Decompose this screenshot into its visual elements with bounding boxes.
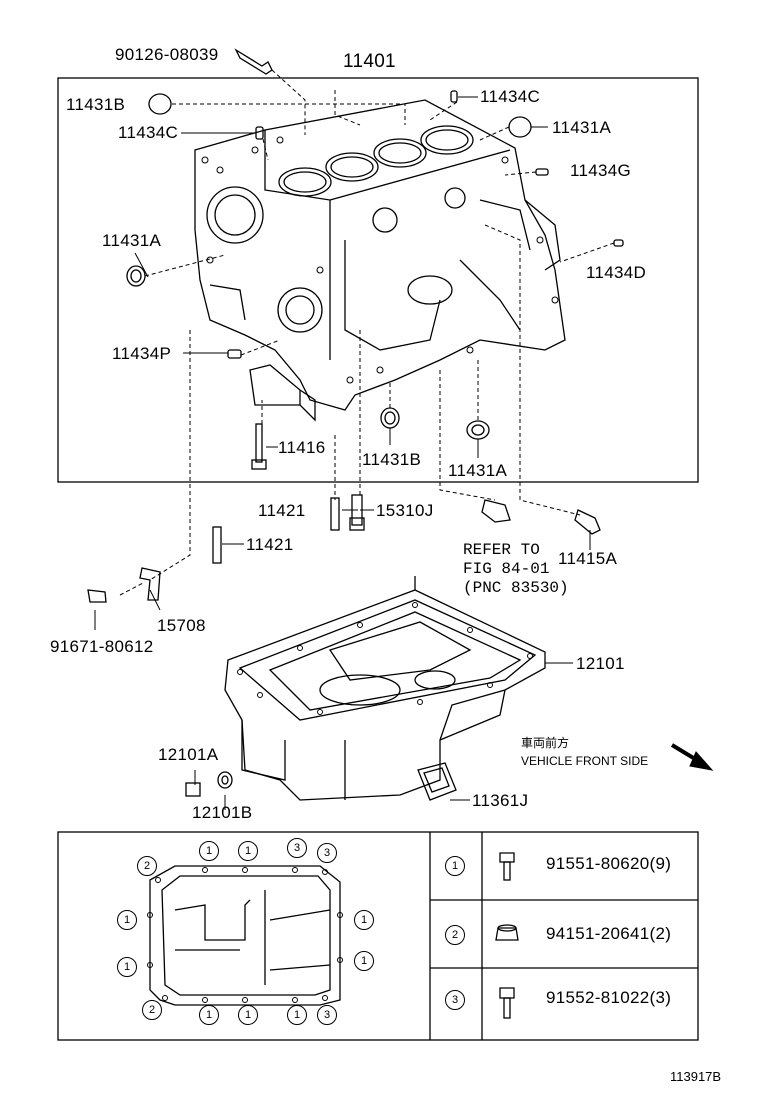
sensor-refer-icon: [481, 499, 511, 523]
label-91671: 91671-80612: [50, 637, 154, 656]
label-12101: 12101: [576, 654, 625, 673]
label-11431a-left: 11431A: [102, 231, 162, 250]
label-11434p: 11434P: [112, 344, 172, 363]
marker-right-1: 1: [354, 910, 374, 930]
marker-left-1: 1: [117, 910, 137, 930]
label-11434c-left: 11434C: [118, 123, 179, 142]
label-11434c-right: 11434C: [480, 87, 541, 106]
refer-line-2: FIG 84-01: [463, 560, 550, 578]
marker-top-3: 1: [238, 841, 258, 861]
oil-pan-flange-outline: [147, 865, 343, 1006]
bolt-pattern-frame: [57, 831, 699, 1041]
label-11431b-top: 11431B: [66, 95, 126, 114]
marker-left-2: 1: [117, 957, 137, 977]
vehicle-front-jp: 車両前方: [521, 736, 570, 750]
vehicle-front-en: VEHICLE FRONT SIDE: [521, 754, 649, 768]
pin-11434d-icon: [613, 239, 624, 247]
marker-bottom-5: 3: [317, 1005, 337, 1025]
marker-right-2: 1: [354, 951, 374, 971]
figure-id: 113917B: [670, 1069, 722, 1084]
label-11431a-bottom: 11431A: [448, 461, 508, 480]
table-part-2: 94151-20641(2): [546, 924, 672, 943]
label-90126: 90126-08039: [115, 45, 219, 64]
refer-line-1: REFER TO: [463, 541, 540, 559]
cylinder-block-drawing: [194, 99, 566, 422]
drain-plug-12101a-icon: [185, 782, 201, 797]
label-11421-b: 11421: [246, 535, 294, 554]
cylinder-block-frame: [57, 77, 699, 483]
label-11415a: 11415A: [558, 549, 618, 568]
label-11401: 11401: [343, 51, 396, 72]
stud-11421-a-icon: [330, 497, 340, 531]
table-part-1: 91551-80620(9): [546, 854, 672, 873]
marker-top-4: 3: [287, 838, 307, 858]
plate-11361j-icon: [417, 762, 457, 801]
pin-11434p-icon: [227, 349, 242, 359]
label-11434d: 11434D: [586, 263, 647, 282]
marker-top-5: 3: [317, 843, 337, 863]
bolt-91671-icon: [87, 589, 107, 603]
table-key-3: 3: [445, 990, 465, 1010]
stud-11421-b-icon: [212, 526, 222, 564]
sensor-11415a-icon: [574, 509, 601, 535]
table-part-3: 91552-81022(3): [546, 988, 672, 1007]
pin-11434g-icon: [535, 168, 549, 176]
plug-11431a-left-icon: [126, 265, 146, 287]
bracket-15708-icon: [139, 567, 161, 601]
marker-bottom-2: 1: [199, 1005, 219, 1025]
gasket-12101b-icon: [217, 771, 233, 789]
oil-pan-drawing: [224, 576, 546, 801]
label-15708: 15708: [157, 616, 206, 635]
leader-lines: [119, 69, 615, 596]
refer-line-3: (PNC 83530): [463, 579, 569, 597]
bolt-91552-icon: [499, 987, 515, 1019]
table-key-1: 1: [445, 856, 465, 876]
label-11434g: 11434G: [570, 161, 632, 180]
nut-94151-icon: [495, 924, 519, 941]
pin-11434c-left-icon: [255, 126, 264, 140]
bolt-90126-icon: [234, 48, 273, 75]
plug-11431a-right-icon: [508, 116, 532, 138]
marker-bottom-3: 1: [238, 1005, 258, 1025]
label-11416: 11416: [278, 438, 326, 457]
label-11361j: 11361J: [472, 791, 529, 810]
marker-top-2: 1: [199, 841, 219, 861]
plug-11431a-bottom-icon: [466, 420, 490, 440]
bolt-91551-icon: [499, 852, 515, 881]
bolt-11416-icon: [251, 423, 267, 470]
marker-bottom-4: 1: [287, 1005, 307, 1025]
plug-11431b-top-icon: [148, 93, 172, 115]
label-12101b: 12101B: [192, 803, 253, 822]
label-15310j: 15310J: [376, 501, 434, 520]
table-key-2: 2: [445, 925, 465, 945]
pin-11434c-right-icon: [450, 90, 458, 103]
vehicle-front-arrow-icon: [670, 743, 714, 771]
marker-top-1: 2: [137, 856, 157, 876]
sensor-15310j-icon: [349, 494, 365, 531]
plug-11431b-bottom-icon: [380, 407, 400, 429]
label-12101a: 12101A: [158, 745, 219, 764]
label-11431b-bottom: 11431B: [362, 450, 422, 469]
label-11431a-right: 11431A: [552, 118, 612, 137]
label-11421-a: 11421: [258, 501, 306, 520]
marker-bottom-1: 2: [142, 1000, 162, 1020]
